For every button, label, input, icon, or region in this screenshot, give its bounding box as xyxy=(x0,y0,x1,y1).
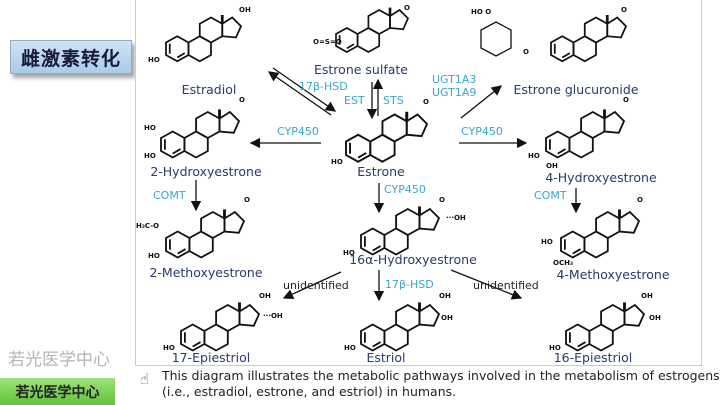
enzyme-unidentified-right: unidentified xyxy=(473,279,539,292)
svg-text:OCH₃: OCH₃ xyxy=(553,259,573,267)
16a-hydroxyestrone-structure: HO O ···OH xyxy=(343,196,466,257)
enzyme-17b-hsd-bottom: 17β-HSD xyxy=(385,278,434,291)
label-2-hydroxyestrone: 2-Hydroxyestrone xyxy=(150,164,262,179)
svg-text:O: O xyxy=(623,96,629,104)
svg-text:HO: HO xyxy=(148,252,160,260)
4-hydroxyestrone-structure: HO OH O xyxy=(528,96,629,170)
watermark: 若光医学中心 xyxy=(8,350,110,370)
2-methoxyestrone-structure: H₃C-O HO O xyxy=(136,196,250,260)
svg-text:HO: HO xyxy=(344,344,356,352)
svg-text:HO: HO xyxy=(163,344,175,352)
svg-text:OH: OH xyxy=(239,6,251,14)
svg-text:OH: OH xyxy=(441,314,453,322)
svg-text:O: O xyxy=(439,196,445,204)
svg-text:OH: OH xyxy=(259,292,271,300)
estrone-structure: HO O xyxy=(331,98,429,166)
arrow-to-16-epiestriol xyxy=(450,269,523,300)
label-16-epiestriol: 16-Epiestriol xyxy=(554,350,633,365)
svg-text:H₃C-O: H₃C-O xyxy=(136,222,159,230)
estrogen-pathway-diagram: .en{fill:#3aa7c8;font-size:11px;} .cp{fi… xyxy=(136,4,670,365)
svg-text:O: O xyxy=(523,48,529,56)
label-estradiol: Estradiol xyxy=(182,82,237,97)
16-epiestriol-structure: HO OH OH xyxy=(549,292,661,352)
label-estrone-glucuronide: Estrone glucuronide xyxy=(513,82,638,97)
svg-text:HO: HO xyxy=(549,344,561,352)
estrone-glucuronide-structure: HO O O O xyxy=(471,6,628,63)
svg-text:HO: HO xyxy=(144,152,156,160)
svg-text:O: O xyxy=(423,98,429,106)
enzyme-17b-hsd-top: 17β-HSD xyxy=(299,80,348,93)
svg-text:OH: OH xyxy=(546,162,558,170)
svg-text:HO O: HO O xyxy=(471,8,491,16)
svg-text:OH: OH xyxy=(641,292,653,300)
svg-text:···OH: ···OH xyxy=(446,214,466,222)
label-4-hydroxyestrone: 4-Hydroxyestrone xyxy=(545,170,657,185)
svg-text:O: O xyxy=(637,196,643,204)
svg-text:O: O xyxy=(244,196,250,204)
estriol-structure: HO OH OH xyxy=(344,292,453,352)
arrow-estrone-to-estradiol xyxy=(267,71,332,116)
pointer-hand-icon: ☝ xyxy=(140,370,150,388)
4-methoxyestrone-structure: HO OCH₃ O xyxy=(541,196,643,267)
estrone-sulfate-structure: O=S=O O xyxy=(313,4,410,54)
arrow-to-17-epiestriol xyxy=(282,271,342,299)
label-estrone-sulfate: Estrone sulfate xyxy=(314,62,408,77)
label-2-methoxyestrone: 2-Methoxyestrone xyxy=(149,265,262,280)
enzyme-cyp450-left: CYP450 xyxy=(277,125,319,138)
svg-text:O=S=O: O=S=O xyxy=(313,38,342,46)
svg-text:OH: OH xyxy=(439,292,451,300)
enzyme-unidentified-left: unidentified xyxy=(283,279,349,292)
2-hydroxyestrone-structure: HO HO O xyxy=(144,96,245,160)
diagram-panel: .en{fill:#3aa7c8;font-size:11px;} .cp{fi… xyxy=(135,0,702,366)
enzyme-cyp450-down: CYP450 xyxy=(384,183,426,196)
label-estriol: Estriol xyxy=(366,350,405,365)
label-4-methoxyestrone: 4-Methoxyestrone xyxy=(556,267,669,282)
label-estrone: Estrone xyxy=(357,164,405,179)
label-16a-hydroxyestrone: 16α-Hydroxyestrone xyxy=(349,252,477,267)
svg-text:HO: HO xyxy=(343,249,355,257)
svg-text:HO: HO xyxy=(541,238,553,246)
enzyme-sts: STS xyxy=(383,94,404,107)
enzyme-comt-left: COMT xyxy=(153,189,186,202)
svg-text:HO: HO xyxy=(331,158,343,166)
svg-text:HO: HO xyxy=(528,152,540,160)
svg-text:O: O xyxy=(239,96,245,104)
estradiol-structure: HO OH xyxy=(148,6,251,64)
slide-title: 雌激素转化 xyxy=(10,40,132,74)
enzyme-ugt1a9: UGT1A9 xyxy=(432,86,476,99)
svg-text:O: O xyxy=(404,4,410,12)
enzyme-comt-right: COMT xyxy=(534,189,567,202)
enzyme-ugt1a3: UGT1A3 xyxy=(432,73,476,86)
diagram-caption: This diagram illustrates the metabolic p… xyxy=(162,368,720,399)
svg-text:HO: HO xyxy=(144,124,156,132)
svg-text:OH: OH xyxy=(649,314,661,322)
svg-text:O: O xyxy=(621,6,627,14)
svg-text:···OH: ···OH xyxy=(263,312,283,320)
17-epiestriol-structure: HO OH ···OH xyxy=(163,292,283,352)
enzyme-est: EST xyxy=(344,94,365,107)
brand-badge: 若光医学中心 xyxy=(0,378,115,405)
arrow-estradiol-to-estrone xyxy=(272,67,337,112)
arrow-to-glucuronide xyxy=(460,85,503,119)
svg-text:HO: HO xyxy=(148,56,160,64)
enzyme-cyp450-right: CYP450 xyxy=(461,125,503,138)
label-17-epiestriol: 17-Epiestriol xyxy=(172,350,251,365)
